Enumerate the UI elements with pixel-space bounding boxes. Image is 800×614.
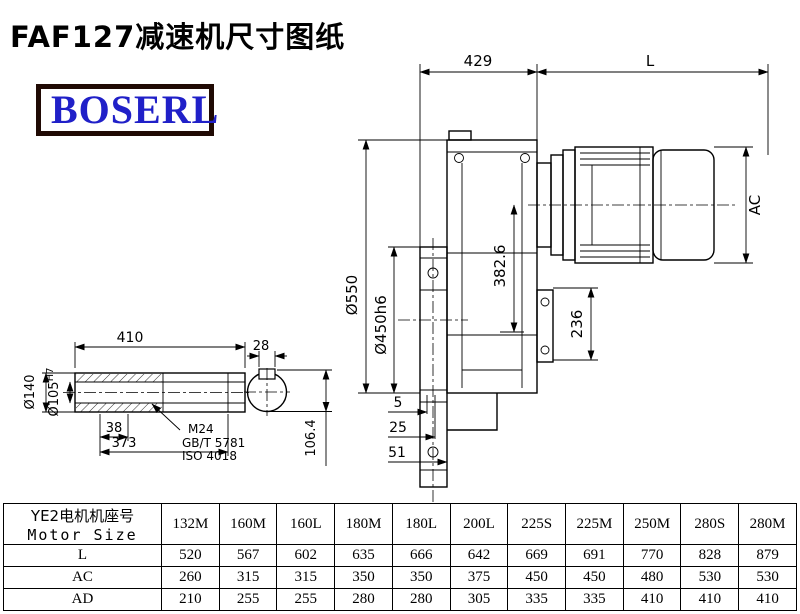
- dim-value-cell: 669: [507, 544, 567, 567]
- dim-value-cell: 260: [161, 566, 220, 589]
- dim-value-cell: 410: [622, 588, 682, 611]
- dim-d105-sup: H7: [45, 368, 56, 382]
- dim-value-cell: 375: [449, 566, 509, 589]
- shaft-end-view: 28 106.4: [244, 339, 332, 466]
- table-row-L: L 520 567 602 635 666 642 669 691 770 82…: [3, 544, 797, 567]
- dimensions-main: 429 L AC Ø550 Ø450h6 382.6 236 5 25 51: [343, 52, 769, 466]
- dim-38: 38: [106, 421, 123, 436]
- row-label-L: L: [3, 544, 162, 567]
- dim-value-cell: 450: [507, 566, 567, 589]
- dim-d105-base: Ø105: [47, 381, 62, 416]
- dim-value-cell: 691: [565, 544, 624, 567]
- table-header-row: YE2电机机座号 Motor Size 132M 160M 160L 180M …: [3, 503, 797, 545]
- frame-size-header: 132M: [161, 503, 220, 545]
- dim-value-cell: 410: [680, 588, 740, 611]
- frame-size-header: 180M: [334, 503, 393, 545]
- dim-value-cell: 828: [680, 544, 740, 567]
- dim-51: 51: [388, 445, 406, 461]
- dim-value-cell: 450: [565, 566, 624, 589]
- dim-value-cell: 770: [622, 544, 682, 567]
- dim-value-cell: 335: [507, 588, 567, 611]
- dim-value-cell: 879: [738, 544, 797, 567]
- row-label-AD: AD: [3, 588, 162, 611]
- frame-size-header: 160M: [218, 503, 278, 545]
- note-iso-4018: ISO 4018: [182, 449, 237, 463]
- dim-value-cell: 315: [276, 566, 336, 589]
- dim-382-6: 382.6: [491, 245, 509, 288]
- dim-value-cell: 315: [218, 566, 278, 589]
- dim-d140: Ø140: [23, 374, 38, 409]
- frame-size-header: 250M: [622, 503, 682, 545]
- centerlines: [398, 204, 737, 502]
- dim-value-cell: 530: [680, 566, 740, 589]
- dim-25: 25: [389, 420, 407, 436]
- frame-size-header: 160L: [276, 503, 336, 545]
- dim-d105h7: Ø105H7: [45, 368, 62, 417]
- brand-logo: BOSERL: [36, 84, 218, 136]
- dim-value-cell: 567: [218, 544, 278, 567]
- header-motor-size-cn: YE2电机机座号: [30, 506, 135, 525]
- gearbox-housing: [446, 130, 554, 431]
- table-row-AD: AD 210 255 255 280 280 305 335 335 410 4…: [3, 588, 797, 611]
- dim-value-cell: 280: [391, 588, 451, 611]
- dim-value-cell: 335: [565, 588, 624, 611]
- dim-value-cell: 410: [738, 588, 797, 611]
- dim-value-cell: 642: [449, 544, 509, 567]
- row-label-AC: AC: [3, 566, 162, 589]
- dim-5: 5: [394, 395, 403, 411]
- dim-429: 429: [464, 52, 493, 70]
- dim-value-cell: 666: [391, 544, 451, 567]
- dim-value-cell: 520: [161, 544, 220, 567]
- table-row-AC: AC 260 315 315 350 350 375 450 450 480 5…: [3, 566, 797, 589]
- frame-size-header: 225S: [507, 503, 567, 545]
- dim-value-cell: 350: [334, 566, 393, 589]
- dim-value-cell: 305: [449, 588, 509, 611]
- dim-236: 236: [568, 310, 586, 339]
- note-m24: M24: [188, 422, 214, 436]
- page-title: FAF127减速机尺寸图纸: [10, 20, 346, 54]
- dim-410: 410: [117, 330, 144, 346]
- header-motor-size-en: Motor Size: [27, 525, 138, 544]
- dim-106-4: 106.4: [304, 419, 319, 456]
- frame-size-header: 180L: [391, 503, 451, 545]
- motor: [536, 146, 715, 264]
- table-header-motor-size: YE2电机机座号 Motor Size: [3, 503, 162, 545]
- output-flange: [419, 246, 448, 488]
- frame-size-header: 225M: [565, 503, 624, 545]
- note-gbt-5781: GB/T 5781: [182, 436, 245, 450]
- dim-value-cell: 280: [334, 588, 393, 611]
- dim-28: 28: [253, 339, 270, 354]
- dim-value-cell: 530: [738, 566, 797, 589]
- dim-L: L: [646, 52, 655, 70]
- frame-size-header: 280M: [738, 503, 797, 545]
- dim-value-cell: 480: [622, 566, 682, 589]
- shaft-detail: 410 Ø140 Ø105H7 38 373 M24 GB/T 5781 ISO…: [23, 330, 252, 463]
- frame-size-header: 200L: [449, 503, 509, 545]
- dim-d450h6: Ø450h6: [372, 295, 390, 355]
- dim-value-cell: 210: [161, 588, 220, 611]
- dim-value-cell: 255: [276, 588, 336, 611]
- dim-value-cell: 635: [334, 544, 393, 567]
- motor-dimension-table: YE2电机机座号 Motor Size 132M 160M 160L 180M …: [3, 503, 797, 611]
- dim-373: 373: [112, 436, 137, 451]
- dim-AC: AC: [746, 195, 764, 215]
- dim-d550: Ø550: [343, 275, 361, 315]
- dim-value-cell: 602: [276, 544, 336, 567]
- dim-value-cell: 350: [391, 566, 451, 589]
- dim-value-cell: 255: [218, 588, 278, 611]
- brand-logo-text: BOSERL: [51, 87, 220, 132]
- frame-size-header: 280S: [680, 503, 740, 545]
